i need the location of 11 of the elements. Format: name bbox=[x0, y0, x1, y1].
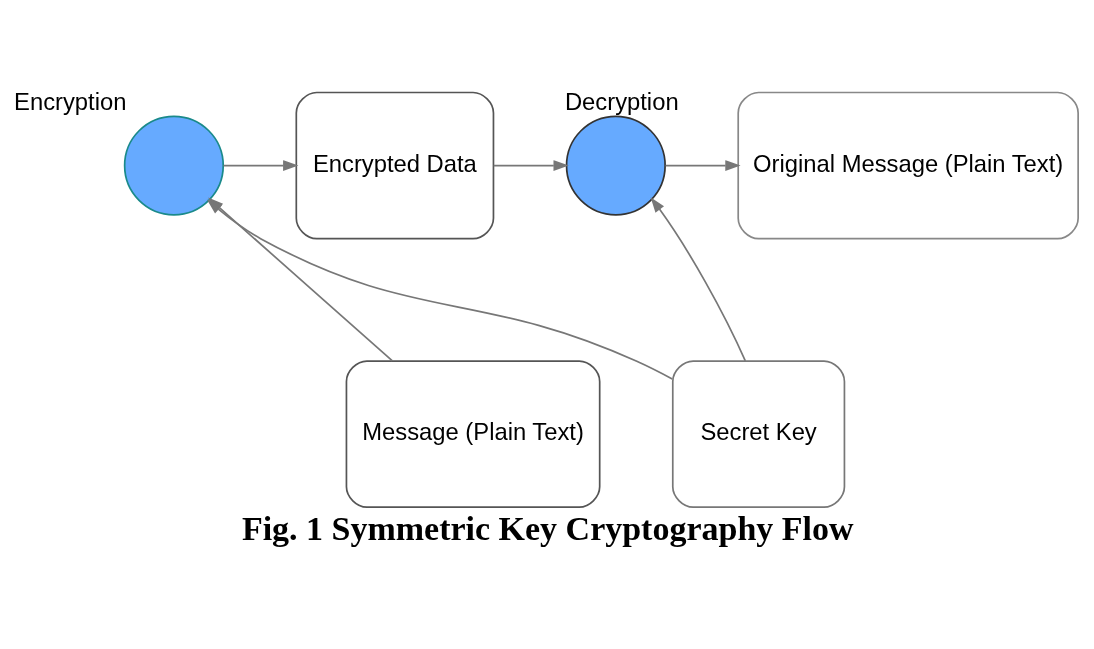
node-box: Message (Plain Text) bbox=[345, 360, 601, 509]
arrow bbox=[222, 160, 299, 171]
arrow bbox=[664, 160, 741, 171]
arrow bbox=[650, 197, 747, 362]
node-label: Encryption bbox=[14, 87, 127, 115]
arrow bbox=[492, 160, 569, 171]
node-box: Original Message (Plain Text) bbox=[737, 91, 1079, 240]
node-box: Secret Key bbox=[671, 360, 846, 509]
node-label: Decryption bbox=[564, 87, 679, 115]
node-box: Encrypted Data bbox=[295, 91, 495, 240]
caption: Fig. 1 Symmetric Key Cryptography Flow bbox=[241, 509, 854, 547]
